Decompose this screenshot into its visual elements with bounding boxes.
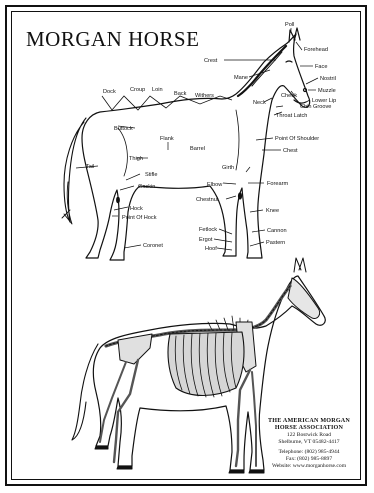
label-barrel: Barrel [190,146,205,152]
horse-external-outline [62,28,310,260]
label-coronet: Coronet [143,243,163,249]
label-cannon: Cannon [267,228,287,234]
label-flank: Flank [160,136,174,142]
label-ergot: Ergot [199,237,213,243]
association-street: 122 Bostwick Road [263,432,355,439]
label-point-of-shoulder: Point Of Shoulder [275,136,319,142]
label-fetlock: Fetlock [199,227,217,233]
horse-mane [238,46,286,96]
label-throat-latch: Throat Latch [276,113,307,119]
label-withers: Withers [195,93,214,99]
label-stifle: Stifle [145,172,157,178]
label-knee: Knee [266,208,279,214]
association-city: Shelburne, VT 05482-4417 [263,439,355,446]
association-name-line-2: HORSE ASSOCIATION [263,425,355,432]
horse-eye [286,61,292,62]
label-poll: Poll [285,22,294,28]
label-back: Back [174,91,187,97]
association-name-line-1: THE AMERICAN MORGAN [263,418,355,425]
label-gaskin: Gaskin [138,184,155,190]
label-point-of-hock: Point Of Hock [122,215,157,221]
skeleton-pelvis [118,334,152,364]
skeleton-tail [72,344,98,440]
label-hock: Hock [130,206,143,212]
label-neck: Neck [253,100,266,106]
label-hoof: Hoof [205,246,217,252]
label-chin-groove: Chin Groove [300,104,331,110]
label-nostril: Nostril [320,76,336,82]
skeleton-rib-cage [168,332,244,396]
label-crest: Crest [204,58,218,64]
label-face: Face [315,64,327,70]
label-elbow: Elbow [207,182,223,188]
label-forearm: Forearm [267,181,288,187]
association-fax: Fax: (802) 985-8897 [263,456,355,463]
label-buttock: Buttock [114,126,133,132]
label-cheek: Cheek [281,93,297,99]
label-chest: Chest [283,148,298,154]
association-telephone: Telephone: (802) 985-4944 [263,449,355,456]
horse-nostril [304,89,307,92]
skeleton-hind-leg [114,360,138,462]
label-thigh: Thigh [129,156,143,162]
label-tail: Tail [86,164,94,170]
association-contact-block: THE AMERICAN MORGAN HORSE ASSOCIATION 12… [263,418,355,469]
label-loin: Loin [152,87,163,93]
label-forehead: Forehead [304,47,328,53]
label-muzzle: Muzzle [318,88,336,94]
label-dock: Dock [103,89,116,95]
label-pastern: Pastern [266,240,285,246]
label-mane: Mane [234,75,248,81]
label-girth: Girth [222,165,234,171]
label-croup: Croup [130,87,145,93]
label-chestnut: Chestnut [196,197,219,203]
association-website: Website: www.morganhorse.com [263,463,355,470]
